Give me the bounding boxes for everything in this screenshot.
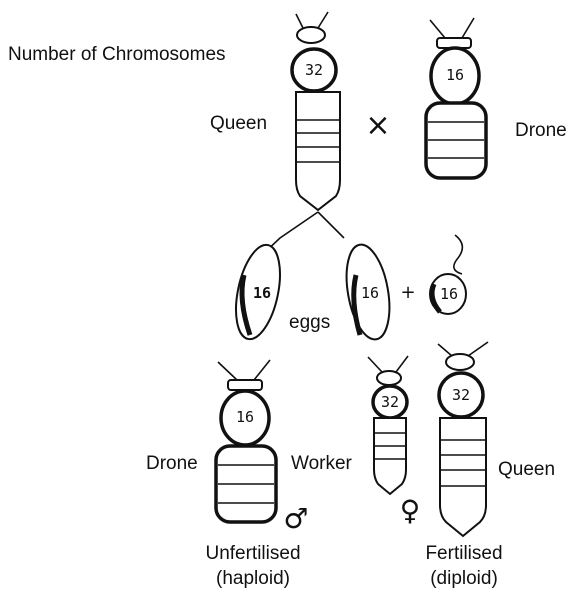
- worker-offspring-figure: 32: [368, 356, 408, 494]
- sperm-tail: [454, 235, 463, 274]
- worker-offspring-antenna-left: [368, 357, 382, 372]
- drone-offspring-count: 16: [236, 408, 254, 426]
- drone-offspring-label: Drone: [146, 453, 198, 475]
- fertilised-egg: 16: [340, 241, 396, 342]
- fertilised-label: Fertilised: [404, 543, 524, 565]
- queen-offspring-head: [446, 354, 474, 370]
- worker-offspring-head: [377, 371, 401, 385]
- number-of-chromosomes-label: Number of Chromosomes: [8, 44, 226, 66]
- drone-parent-label: Drone: [515, 120, 567, 142]
- drone-parent-antenna-left: [430, 20, 445, 38]
- drone-parent-count: 16: [446, 66, 464, 84]
- sperm-cell: 16: [430, 235, 466, 314]
- diploid-label: (diploid): [404, 568, 524, 590]
- branch-line-right: [318, 212, 344, 238]
- unfertilised-egg: 16: [228, 241, 287, 343]
- queen-offspring-figure: 32: [438, 342, 488, 536]
- drone-offspring-antenna-right: [254, 360, 270, 380]
- queen-offspring-antenna-right: [468, 342, 488, 356]
- queen-offspring-abdomen: [440, 418, 486, 536]
- queen-parent-head: [297, 27, 325, 43]
- female-symbol: ♀: [400, 494, 421, 527]
- drone-offspring-antenna-left: [218, 362, 237, 380]
- worker-offspring-label: Worker: [291, 453, 352, 475]
- drone-parent-antenna-right: [462, 18, 474, 38]
- queen-offspring-antenna-left: [438, 344, 452, 356]
- fertilised-egg-count: 16: [361, 284, 379, 302]
- male-symbol: ♂: [283, 502, 308, 535]
- cross-symbol: ×: [365, 108, 390, 143]
- sperm-count: 16: [440, 285, 458, 303]
- queen-parent-antenna-left: [296, 14, 303, 28]
- haploid-label: (haploid): [188, 568, 318, 590]
- queen-offspring-count: 32: [452, 386, 470, 404]
- plus-symbol: +: [400, 282, 415, 303]
- queen-parent-abdomen: [296, 92, 340, 210]
- queen-offspring-label: Queen: [498, 459, 555, 481]
- unfertilised-egg-count: 16: [253, 284, 271, 302]
- eggs-label: eggs: [289, 312, 330, 334]
- queen-parent-antenna-right: [318, 12, 328, 28]
- worker-offspring-abdomen: [374, 418, 406, 494]
- drone-offspring-figure: 16: [216, 360, 276, 522]
- queen-parent-label: Queen: [210, 113, 267, 135]
- queen-parent-count: 32: [305, 61, 323, 79]
- drone-parent-figure: 16: [426, 18, 486, 178]
- unfertilised-label: Unfertilised: [188, 543, 318, 565]
- drone-offspring-head: [228, 380, 262, 390]
- worker-offspring-count: 32: [381, 393, 399, 411]
- queen-parent-figure: 32: [292, 12, 340, 210]
- worker-offspring-antenna-right: [396, 356, 408, 372]
